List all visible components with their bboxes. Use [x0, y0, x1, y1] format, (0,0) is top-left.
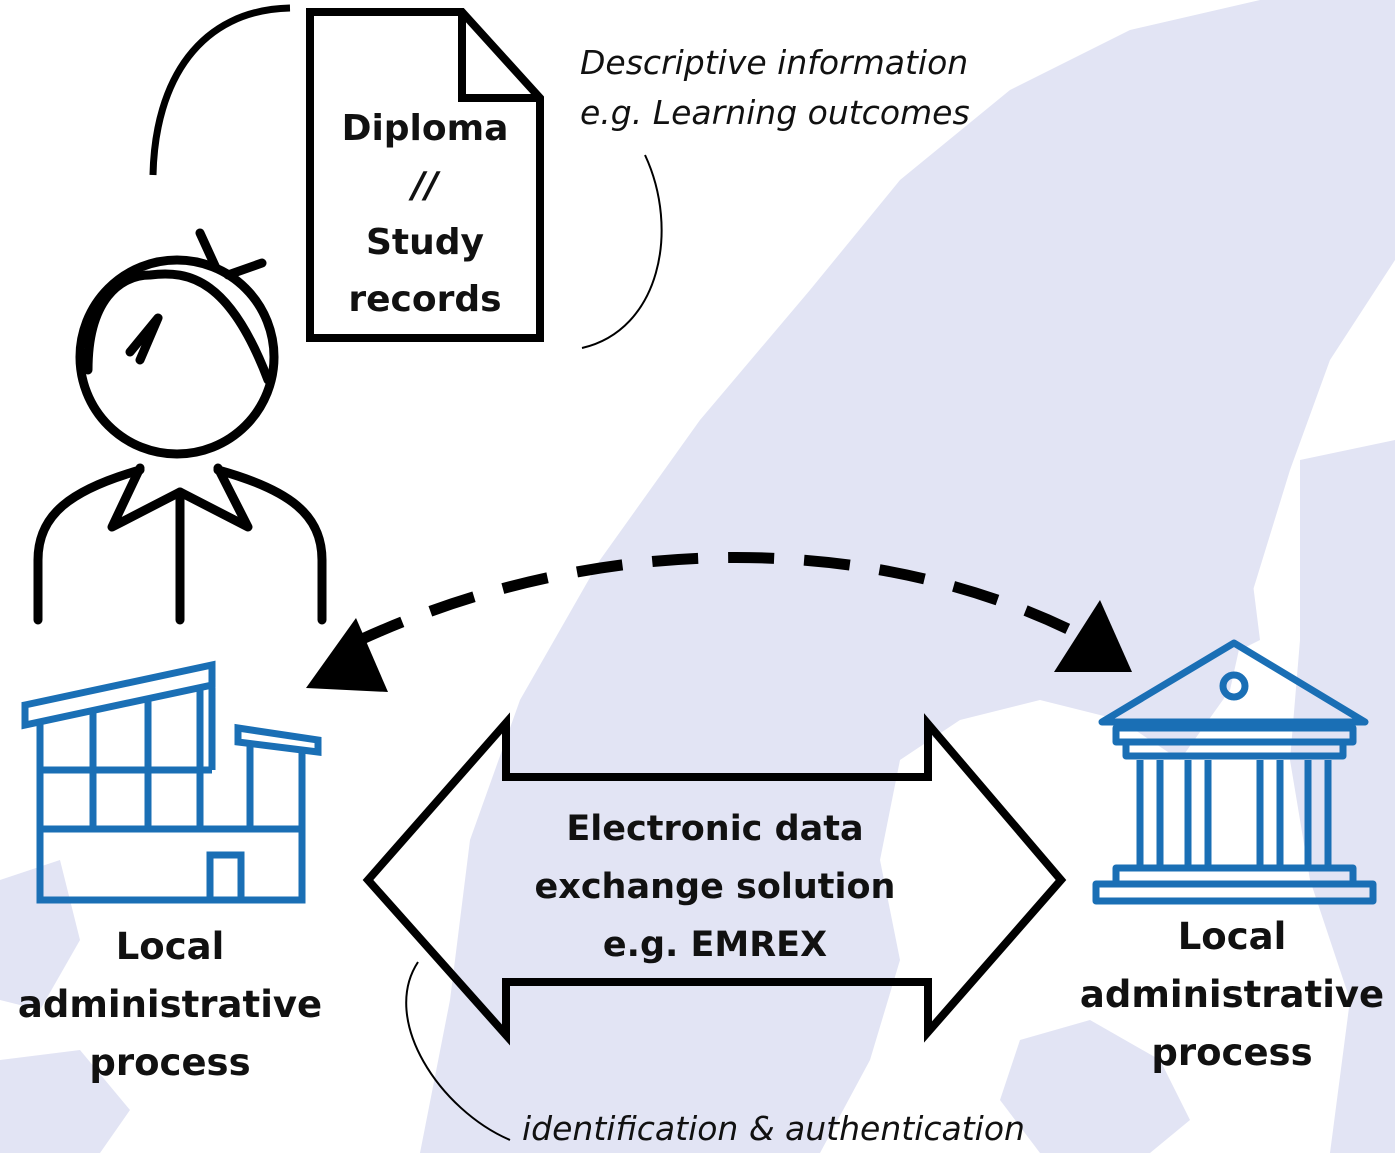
school-building-icon [21, 660, 322, 904]
right-arrowhead [1054, 600, 1132, 672]
exchange-line-1: Electronic data [566, 809, 864, 849]
document-icon [306, 8, 544, 342]
left-arrowhead [306, 618, 388, 692]
left-process-line-1: Local [115, 925, 225, 968]
dashed-exchange-arc [357, 552, 1093, 646]
descriptive-line-1: Descriptive information [580, 43, 969, 82]
right-process-label: Local administrative process [1072, 908, 1392, 1082]
person-to-document-arc [149, 4, 291, 176]
exchange-line-2: exchange solution [534, 867, 896, 907]
document-line-1: Diploma [341, 108, 509, 149]
person-icon [33, 228, 327, 625]
exchange-double-arrow [362, 712, 1067, 1046]
left-process-label: Local administrative process [0, 918, 340, 1092]
right-process-line-3: process [1151, 1031, 1313, 1074]
descriptive-note: Descriptive information e.g. Learning ou… [580, 38, 970, 138]
right-process-line-2: administrative [1079, 973, 1385, 1016]
left-process-line-2: administrative [17, 983, 323, 1026]
exchange-label: Electronic data exchange solution e.g. E… [500, 800, 930, 974]
descriptive-line-2: e.g. Learning outcomes [580, 93, 970, 132]
left-process-line-3: process [89, 1041, 251, 1084]
document-line-3: Study [365, 222, 484, 263]
document-label: Diploma // Study records [310, 100, 540, 328]
institution-building-icon [1092, 639, 1377, 905]
auth-bracket [405, 961, 511, 1141]
exchange-line-3: e.g. EMREX [602, 925, 828, 965]
document-line-2: // [411, 165, 439, 206]
right-process-line-1: Local [1177, 915, 1287, 958]
document-line-4: records [348, 279, 502, 320]
auth-note: identification & authentication [522, 1109, 1025, 1148]
descriptive-bracket [581, 154, 663, 349]
